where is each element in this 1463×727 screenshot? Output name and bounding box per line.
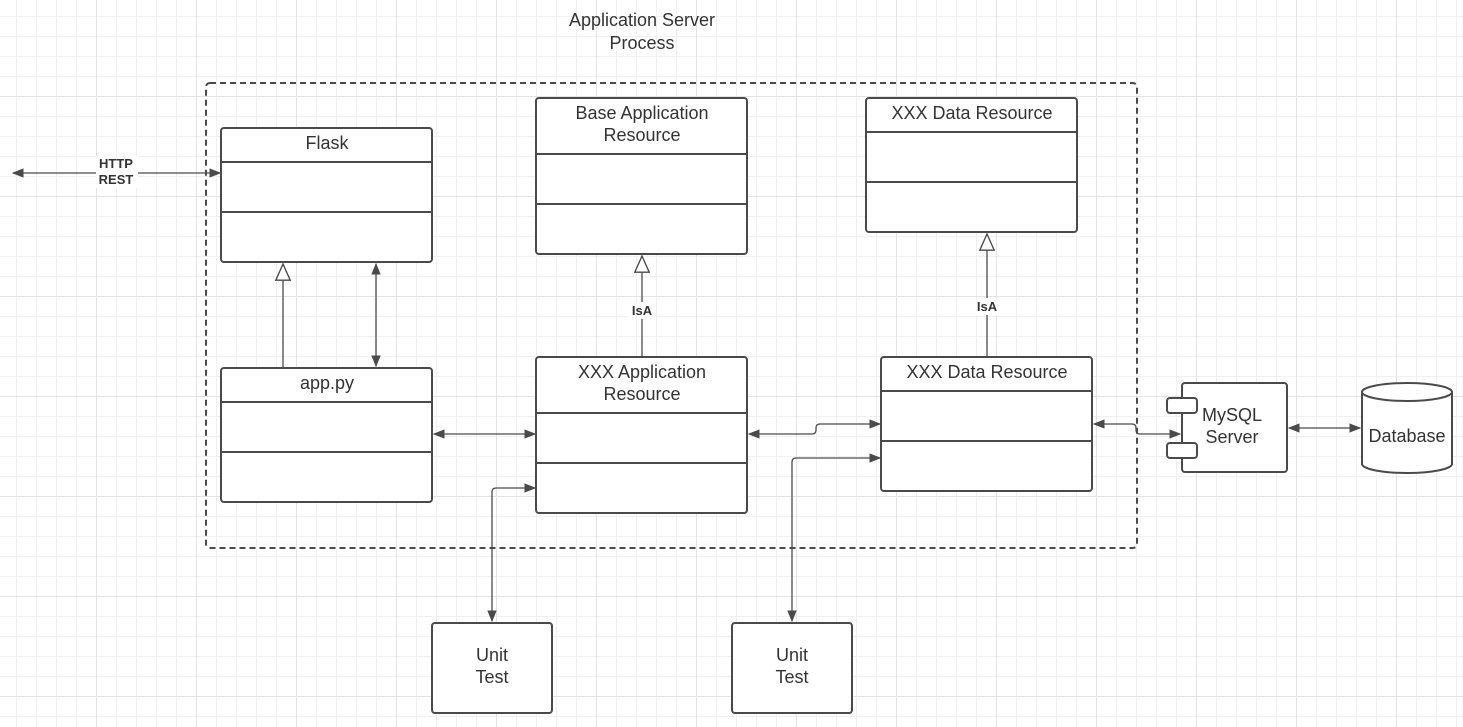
process-boundary — [205, 82, 1138, 549]
mysql-server-label-line2: Server — [1205, 427, 1258, 447]
class-xxx-data-resource-name: XXX Data Resource — [906, 362, 1067, 382]
class-app-py[interactable]: app.py — [220, 367, 433, 503]
class-base-application-resource-name: Base Application — [575, 103, 708, 123]
unit-test-2-connector — [787, 453, 882, 623]
class-flask[interactable]: Flask — [220, 127, 433, 263]
unit-test-2-box[interactable]: Unit Test — [731, 622, 853, 714]
isa-label-data: IsA — [977, 299, 998, 314]
http-label: HTTP — [99, 156, 133, 171]
class-base-application-resource-name-line2: Resource — [603, 125, 680, 145]
unit-test-2-label: Unit — [776, 645, 808, 665]
rest-label: REST — [99, 172, 134, 187]
unit-test-1-label: Unit — [476, 645, 508, 665]
process-title: Application Server — [569, 10, 715, 30]
class-xxx-data-resource-base[interactable]: XXX Data Resource — [865, 97, 1078, 233]
class-app-py-name: app.py — [300, 373, 354, 393]
database-cylinder[interactable]: Database — [1361, 382, 1453, 474]
class-flask-name: Flask — [305, 133, 349, 153]
data-resource-mysql-connector — [1092, 419, 1182, 439]
mysql-server-label: MySQL — [1202, 405, 1262, 425]
class-base-application-resource[interactable]: Base Application Resource — [535, 97, 748, 255]
database-label: Database — [1368, 426, 1445, 446]
class-xxx-data-resource-base-name: XXX Data Resource — [891, 103, 1052, 123]
isa-label-app: IsA — [632, 303, 653, 318]
process-title-line2: Process — [609, 33, 674, 53]
unit-test-1-box[interactable]: Unit Test — [431, 622, 553, 714]
unit-test-2-label-line2: Test — [775, 667, 808, 687]
app-resource-data-resource-connector — [747, 419, 882, 439]
unit-test-1-label-line2: Test — [475, 667, 508, 687]
mysql-server-component[interactable]: MySQL Server — [1166, 382, 1288, 473]
class-xxx-application-resource[interactable]: XXX Application Resource — [535, 356, 748, 514]
class-xxx-data-resource[interactable]: XXX Data Resource — [880, 356, 1093, 492]
unit-test-1-connector — [487, 483, 537, 623]
class-xxx-application-resource-name: XXX Application — [578, 362, 706, 382]
class-xxx-application-resource-name-line2: Resource — [603, 384, 680, 404]
